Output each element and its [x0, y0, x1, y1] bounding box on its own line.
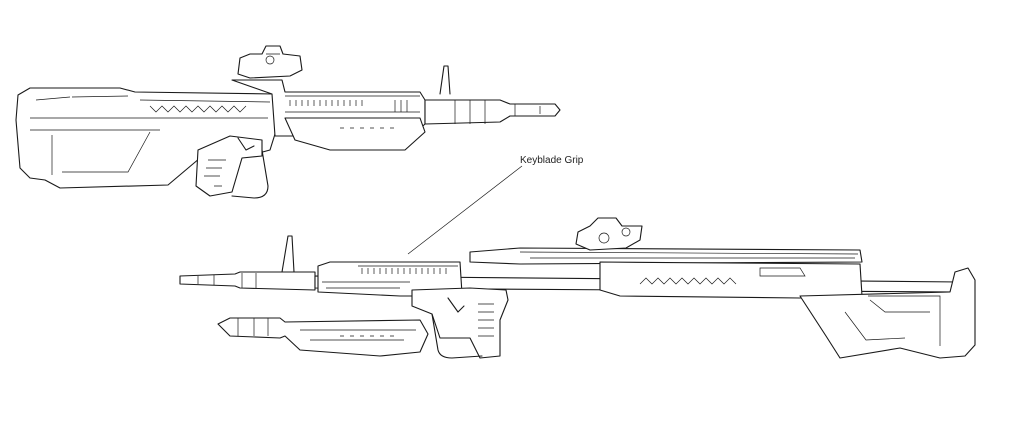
exploded-front-sight [281, 235, 295, 273]
receiver-rail [285, 95, 420, 106]
rear-receiver [599, 261, 863, 299]
top-rail [469, 247, 863, 265]
optic-sight [237, 45, 303, 79]
keyblade-grip-label: Keyblade Grip [520, 155, 584, 166]
keyblade-rail [358, 265, 458, 274]
pistol-grip [195, 135, 263, 197]
callout-leader-line [407, 165, 523, 255]
exploded-lower [411, 287, 509, 359]
detached-handguard [217, 317, 429, 357]
exploded-optic [575, 217, 643, 251]
receiver-zigzag [639, 277, 737, 285]
front-sight [439, 65, 451, 95]
exploded-rifle [179, 217, 976, 359]
stock-zigzag [149, 105, 247, 113]
exploded-trigger-guard [431, 313, 483, 359]
assembled-rifle [15, 45, 561, 199]
barrel [424, 99, 561, 125]
trigger-guard [231, 149, 269, 199]
handguard [284, 117, 426, 151]
long-rail [179, 271, 316, 291]
exploded-stock [799, 267, 976, 359]
